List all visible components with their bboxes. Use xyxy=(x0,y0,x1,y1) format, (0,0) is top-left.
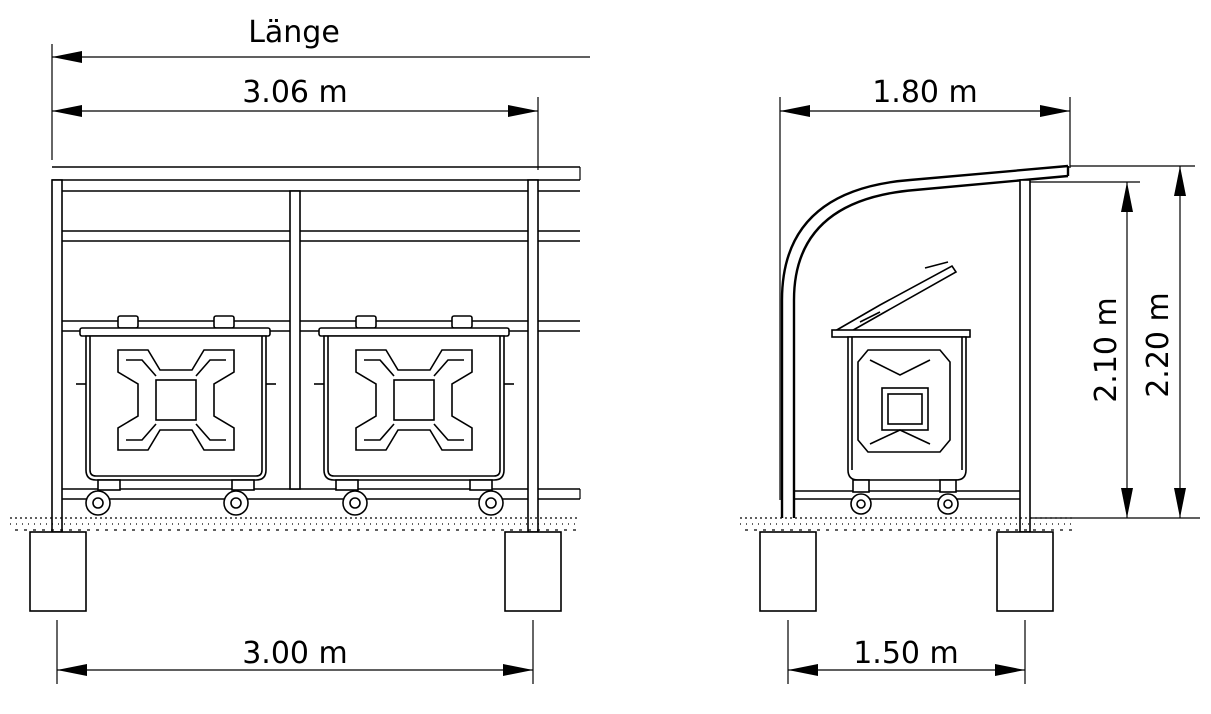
length-dimension: Länge xyxy=(51,15,590,160)
side-container xyxy=(831,261,971,515)
side-foundation-right xyxy=(996,531,1054,612)
front-top-width-dimension: 3.06 m xyxy=(52,75,539,170)
front-container-left xyxy=(76,315,276,516)
front-container-right xyxy=(314,315,514,516)
height-inner-dimension: 2.10 m xyxy=(1030,181,1200,519)
side-roof xyxy=(780,164,1070,518)
height-inner-label: 2.10 m xyxy=(1089,297,1124,403)
front-view: Länge 3.06 m xyxy=(10,15,590,684)
height-outer-label: 2.20 m xyxy=(1141,292,1176,398)
front-ground xyxy=(10,517,580,531)
front-bottom-width-dimension: 3.00 m xyxy=(56,620,534,684)
side-top-width-label: 1.80 m xyxy=(872,75,978,110)
side-bottom-width-dimension: 1.50 m xyxy=(787,620,1026,684)
height-outer-dimension: 2.20 m xyxy=(1070,165,1195,518)
side-foundation-left xyxy=(759,531,817,612)
side-top-width-dimension: 1.80 m xyxy=(779,75,1071,500)
front-posts xyxy=(51,179,539,533)
front-foundation-left xyxy=(29,531,87,612)
side-rear-post xyxy=(1019,179,1031,533)
front-foundation-right xyxy=(504,531,562,612)
front-top-width-label: 3.06 m xyxy=(242,75,348,110)
front-bottom-width-label: 3.00 m xyxy=(242,636,348,671)
front-roof xyxy=(52,166,581,500)
side-bottom-width-label: 1.50 m xyxy=(853,636,959,671)
side-ground xyxy=(740,517,1075,531)
length-label: Länge xyxy=(248,15,340,50)
side-view: 1.80 m xyxy=(740,75,1200,684)
